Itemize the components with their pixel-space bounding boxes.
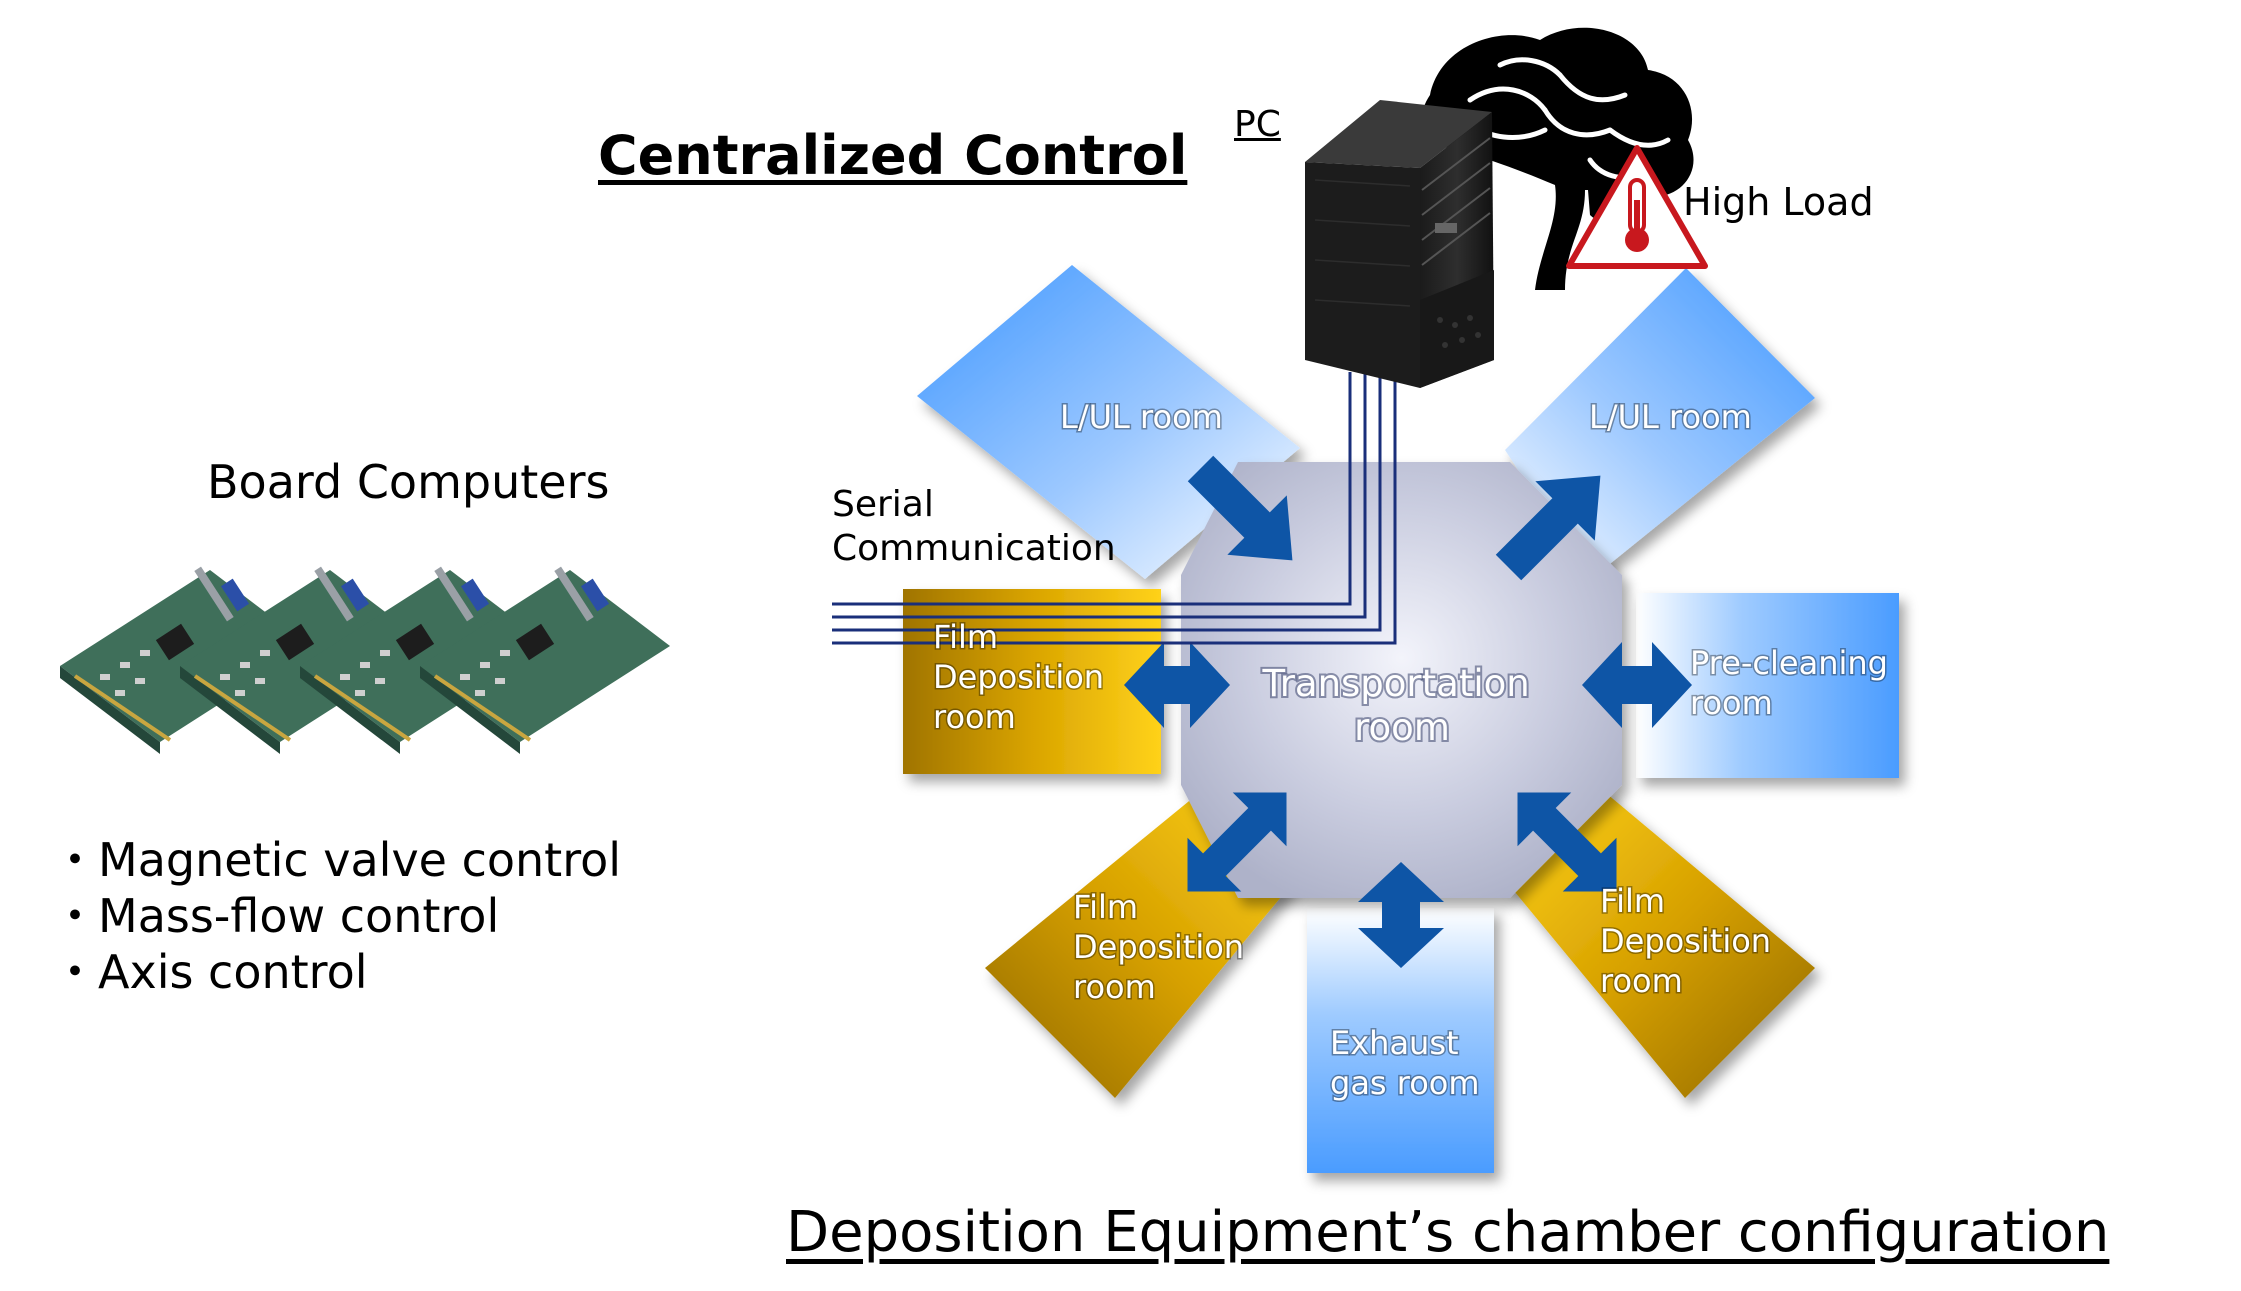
lul-right-label: L/UL room [1589, 398, 1752, 436]
thermometer-warning-icon [1566, 145, 1708, 269]
room-labels: L/UL room L/UL room Film Deposition room… [932, 397, 1898, 1104]
brain-icon [1421, 27, 1694, 291]
list-item: ・Axis control [52, 945, 368, 999]
board-computers-title: Board Computers [207, 455, 610, 509]
double-arrow-bottom [1358, 862, 1444, 968]
list-item: ・Magnetic valve control [52, 833, 622, 887]
board-4 [420, 566, 670, 754]
list-item: ・Mass-flow control [52, 889, 500, 943]
double-arrow-left [1124, 642, 1230, 728]
serial-line-1: Serial [832, 484, 934, 525]
page-title: Centralized Control [598, 124, 1188, 187]
pre-cleaning-label: Pre-cleaning room [1690, 644, 1898, 722]
serial-communication-label: Serial Communication [832, 483, 1116, 571]
double-arrow-right [1582, 642, 1692, 728]
transportation-label: Transportation room [1262, 662, 1542, 749]
board-2 [180, 566, 430, 754]
pc-label: PC [1234, 104, 1281, 145]
film-left-label: Film Deposition room [933, 618, 1114, 736]
serial-line-2: Communication [832, 528, 1116, 569]
pc-tower-icon [1305, 100, 1494, 388]
film-deposition-room-left [903, 589, 1161, 774]
lul-room-left [917, 265, 1300, 579]
transportation-room [1181, 462, 1622, 898]
transfer-arrows [1124, 455, 1692, 968]
film-bottom-right-label: Film Deposition room [1600, 882, 1781, 1000]
board-3 [300, 566, 550, 754]
circuit-board-icon [60, 566, 670, 754]
exhaust-label: Exhaust gas room [1330, 1024, 1480, 1102]
double-arrow-bottom-left [1187, 792, 1287, 892]
film-bottom-left-label: Film Deposition room [1073, 888, 1254, 1006]
board-1 [60, 566, 310, 754]
double-arrow-bottom-right [1517, 792, 1617, 892]
serial-lines [832, 372, 1397, 645]
diagram-caption: Deposition Equipment’s chamber configura… [786, 1200, 2110, 1265]
arrow-top-left [1187, 455, 1293, 561]
control-feature-list: ・Magnetic valve control ・Mass-flow contr… [52, 832, 621, 1000]
arrow-top-right [1495, 475, 1601, 581]
lul-left-label: L/UL room [1060, 398, 1223, 436]
high-load-label: High Load [1683, 180, 1874, 224]
